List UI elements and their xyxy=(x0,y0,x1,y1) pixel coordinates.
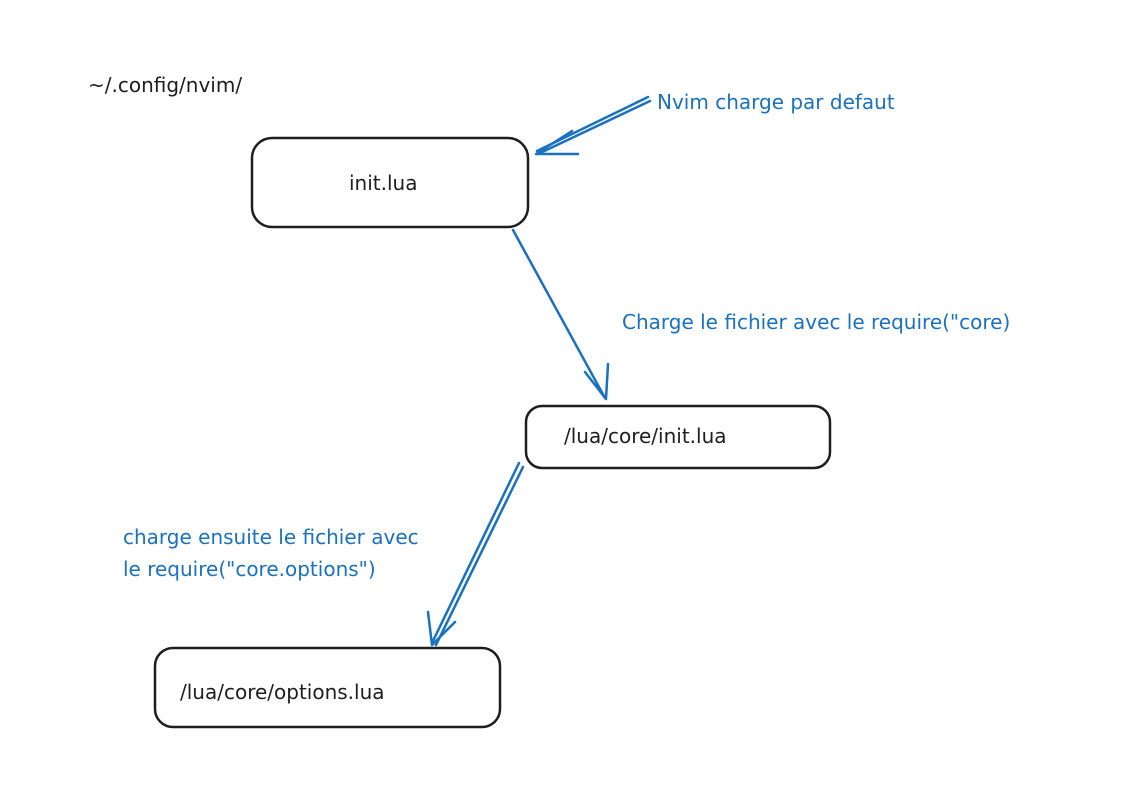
arrow-default-load xyxy=(534,95,652,156)
node-box-init[interactable] xyxy=(250,136,530,229)
annotation-default-load: Nvim charge par defaut xyxy=(657,90,895,114)
node-label-options: /lua/core/options.lua xyxy=(180,680,385,704)
annotation-require-options-line1: charge ensuite le fichier avec xyxy=(123,525,419,549)
arrow-require-core xyxy=(511,228,610,401)
arrow-require-options xyxy=(426,461,525,647)
root-path-label: ~/.config/nvim/ xyxy=(88,73,243,97)
annotation-require-options-line2: le require("core.options") xyxy=(123,557,376,581)
node-box-core-init[interactable] xyxy=(524,404,832,470)
annotation-require-core: Charge le fichier avec le require("core) xyxy=(622,310,1011,334)
node-label-init: init.lua xyxy=(349,171,418,195)
node-box-options[interactable] xyxy=(153,646,502,729)
node-label-core-init: /lua/core/init.lua xyxy=(564,424,727,448)
